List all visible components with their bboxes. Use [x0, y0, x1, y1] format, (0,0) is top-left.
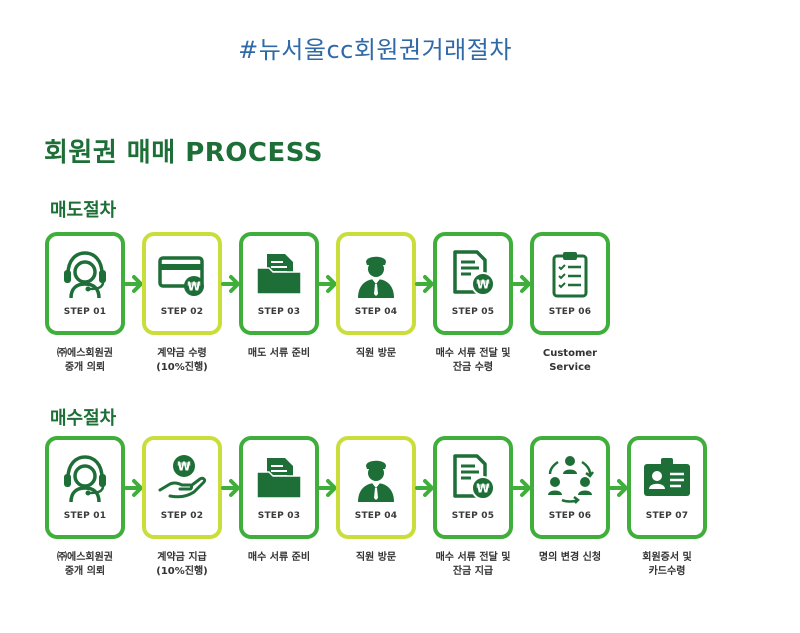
step-label: STEP 02 — [160, 511, 204, 521]
arrow-right-icon — [512, 477, 534, 499]
step-label: STEP 03 — [257, 307, 301, 317]
step-label: STEP 02 — [160, 307, 204, 317]
svg-text:₩: ₩ — [476, 482, 490, 496]
arrow-right-icon — [124, 273, 146, 295]
headset-agent-icon — [59, 452, 111, 504]
hand-coin-icon: ₩ — [156, 452, 208, 504]
step-label: STEP 07 — [645, 511, 689, 521]
step-label: STEP 01 — [63, 511, 107, 521]
step-label: STEP 01 — [63, 307, 107, 317]
member-id-card-icon — [641, 452, 693, 504]
sell-step-4: STEP 04 직원 방문 — [336, 232, 416, 359]
document-won-icon: ₩ — [447, 248, 499, 300]
arrow-right-icon — [609, 477, 631, 499]
buy-step-6: STEP 06 명의 변경 신청 — [530, 436, 610, 563]
process-title: 회원권 매매 PROCESS — [44, 138, 324, 168]
step-label: STEP 04 — [354, 307, 398, 317]
step-description: 매도 서류 준비 — [247, 348, 311, 359]
sell-step-2: ₩ STEP 02 계약금 수령(10%진행) — [142, 232, 222, 373]
arrow-right-icon — [318, 477, 340, 499]
clipboard-checklist-icon — [544, 248, 596, 300]
staff-person-icon — [350, 248, 402, 300]
step-label: STEP 05 — [451, 307, 495, 317]
step-description: 계약금 수령(10%진행) — [156, 348, 208, 373]
step-box — [45, 232, 125, 335]
arrow-right-icon — [221, 477, 243, 499]
arrow-right-icon — [221, 273, 243, 295]
buy-step-3: STEP 03 매수 서류 준비 — [239, 436, 319, 563]
step-description: 직원 방문 — [355, 552, 397, 563]
arrow-right-icon — [318, 273, 340, 295]
svg-text:₩: ₩ — [187, 280, 201, 294]
step-description: 계약금 지급(10%진행) — [156, 552, 208, 577]
step-box — [530, 232, 610, 335]
step-description: 명의 변경 신청 — [538, 552, 602, 563]
document-won-icon: ₩ — [447, 452, 499, 504]
folder-documents-icon — [253, 248, 305, 300]
headset-agent-icon — [59, 248, 111, 300]
hashtag-title: #뉴서울cc회원권거래절차 — [238, 36, 512, 64]
sell-section-title: 매도절차 — [50, 200, 117, 221]
step-label: STEP 04 — [354, 511, 398, 521]
arrow-right-icon — [124, 477, 146, 499]
buy-step-2: ₩ STEP 02 계약금 지급(10%진행) — [142, 436, 222, 577]
arrow-right-icon — [415, 477, 437, 499]
step-label: STEP 06 — [548, 307, 592, 317]
buy-section-title: 매수절차 — [50, 408, 117, 429]
arrow-right-icon — [415, 273, 437, 295]
people-exchange-icon — [544, 452, 596, 504]
step-label: STEP 03 — [257, 511, 301, 521]
step-label: STEP 05 — [451, 511, 495, 521]
buy-step-4: STEP 04 직원 방문 — [336, 436, 416, 563]
arrow-right-icon — [512, 273, 534, 295]
svg-text:₩: ₩ — [476, 278, 490, 292]
svg-text:₩: ₩ — [177, 460, 191, 474]
step-box — [142, 232, 222, 335]
step-description: 매수 서류 준비 — [247, 552, 311, 563]
step-box — [530, 436, 610, 539]
card-won-icon: ₩ — [156, 248, 208, 300]
folder-documents-icon — [253, 452, 305, 504]
step-label: STEP 06 — [548, 511, 592, 521]
step-description: 직원 방문 — [355, 348, 397, 359]
staff-person-icon — [350, 452, 402, 504]
sell-step-3: STEP 03 매도 서류 준비 — [239, 232, 319, 359]
